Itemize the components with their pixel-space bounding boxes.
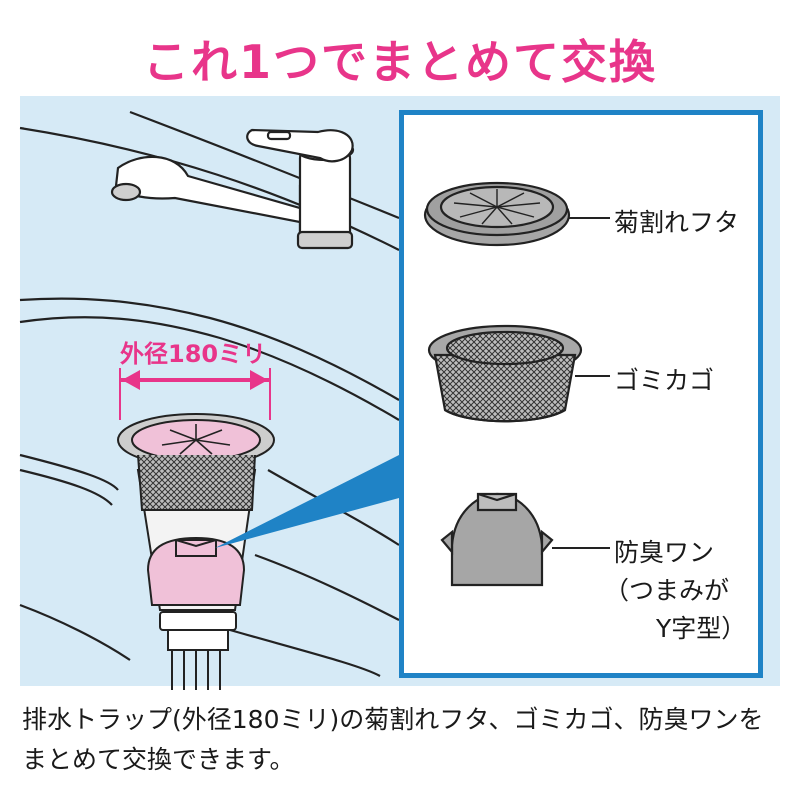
part-label-lid: 菊割れフタ xyxy=(614,208,740,237)
trap-cup-part xyxy=(440,492,554,587)
part-label-trap-cup: 防臭ワン xyxy=(614,538,715,567)
part-label-basket: ゴミカゴ xyxy=(614,366,715,395)
caption-line-1: 排水トラップ(外径180ミリ)の菊割れフタ、ゴミカゴ、防臭ワンを xyxy=(22,705,764,734)
headline: これ1つでまとめて交換 xyxy=(142,35,657,89)
callout-pointer xyxy=(215,455,399,548)
basket-part xyxy=(427,324,583,423)
part-note-line2: Y字型） xyxy=(656,614,747,643)
part-note-line1: （つまみが xyxy=(604,576,730,605)
dimension-label: 外径180ミリ xyxy=(120,340,267,368)
dimension-arrow xyxy=(119,368,271,420)
caption: 排水トラップ(外径180ミリ)の菊割れフタ、ゴミカゴ、防臭ワンを まとめて交換で… xyxy=(22,700,792,780)
faucet xyxy=(110,128,355,250)
lid-part xyxy=(423,181,571,247)
drain-lid-slots xyxy=(161,424,231,455)
leader-lines xyxy=(552,217,610,549)
caption-line-2: まとめて交換できます。 xyxy=(22,745,295,774)
